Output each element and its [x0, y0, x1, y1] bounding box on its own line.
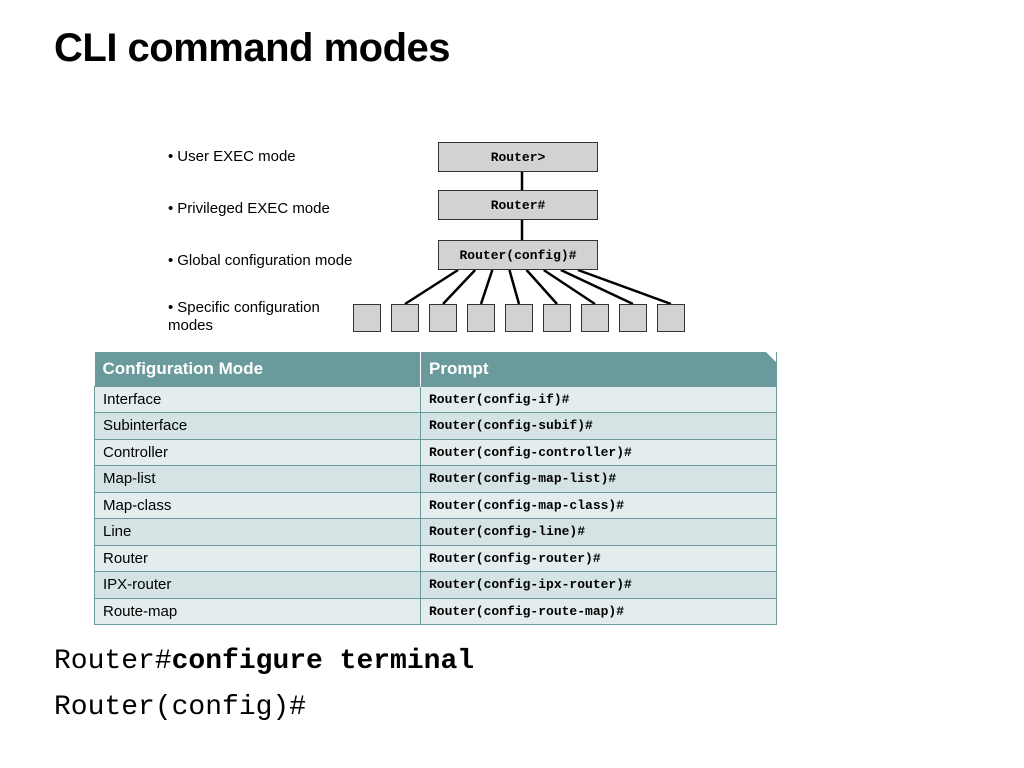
prompt-cell: Router(config-map-class)#	[420, 491, 777, 519]
slide-title: CLI command modes	[54, 26, 451, 70]
bullet-mark: •	[168, 148, 174, 165]
table-row: Map-list Router(config-map-list)#	[94, 465, 777, 493]
command-line-1: Router#configure terminal	[54, 646, 474, 677]
table-row: Route-map Router(config-route-map)#	[94, 597, 777, 625]
table-row: Subinterface Router(config-subif)#	[94, 412, 777, 440]
table-row: Controller Router(config-controller)#	[94, 438, 777, 466]
mode-cell: Line	[94, 518, 421, 546]
prompt-cell: Router(config-router)#	[420, 544, 777, 572]
connector-line	[479, 269, 494, 305]
specific-config-mode-box	[657, 304, 685, 332]
specific-config-mode-box	[391, 304, 419, 332]
mode-cell: Map-list	[94, 465, 421, 493]
connector-line	[577, 268, 672, 306]
mode-box-global-config: Router(config)#	[438, 240, 598, 270]
command-text: configure terminal	[171, 646, 475, 677]
mode-cell: IPX-router	[94, 571, 421, 599]
connector-line	[543, 268, 596, 306]
prompt-cell: Router(config-line)#	[420, 518, 777, 546]
specific-config-mode-box	[353, 304, 381, 332]
connector-line	[404, 268, 459, 306]
bullet-mark: •	[168, 200, 174, 217]
prompt-cell: Router(config-map-list)#	[420, 465, 777, 493]
mode-cell: Router	[94, 544, 421, 572]
table-row: Line Router(config-line)#	[94, 518, 777, 546]
mode-cell: Controller	[94, 438, 421, 466]
specific-config-mode-box	[543, 304, 571, 332]
prompt-cell: Router(config-controller)#	[420, 438, 777, 466]
bullet-text: Specific configuration modes	[168, 299, 320, 334]
connector-line	[525, 269, 558, 305]
specific-config-mode-box	[619, 304, 647, 332]
prompt-cell: Router(config-if)#	[420, 385, 777, 413]
config-mode-table: Configuration Mode Prompt Interface Rout…	[94, 352, 777, 625]
bullet-user-exec: •User EXEC mode	[168, 148, 296, 166]
bullet-text: User EXEC mode	[177, 148, 296, 165]
bullet-privileged-exec: •Privileged EXEC mode	[168, 200, 330, 218]
specific-config-mode-box	[467, 304, 495, 332]
specific-config-mode-box	[429, 304, 457, 332]
table-header-row: Configuration Mode Prompt	[94, 352, 777, 386]
connector-line	[508, 269, 521, 305]
connector-line	[442, 269, 477, 305]
mode-cell: Route-map	[94, 597, 421, 625]
mode-cell: Map-class	[94, 491, 421, 519]
bullet-mark: •	[168, 299, 174, 316]
mode-box-user-exec: Router>	[438, 142, 598, 172]
table-row: Interface Router(config-if)#	[94, 385, 777, 413]
table-row: Router Router(config-router)#	[94, 544, 777, 572]
table-row: Map-class Router(config-map-class)#	[94, 491, 777, 519]
column-header-prompt: Prompt	[420, 352, 777, 386]
mode-cell: Interface	[94, 385, 421, 413]
specific-config-mode-box	[581, 304, 609, 332]
fan-out-lines	[404, 268, 672, 306]
mode-box-privileged-exec: Router#	[438, 190, 598, 220]
bullet-specific-config: •Specific configuration modes	[168, 299, 338, 335]
bullet-text: Global configuration mode	[177, 252, 353, 269]
table-row: IPX-router Router(config-ipx-router)#	[94, 571, 777, 599]
prompt-cell: Router(config-ipx-router)#	[420, 571, 777, 599]
specific-config-mode-box	[505, 304, 533, 332]
column-header-mode: Configuration Mode	[94, 352, 421, 386]
bullet-text: Privileged EXEC mode	[177, 200, 330, 217]
command-prompt: Router(config)#	[54, 692, 307, 723]
command-prompt: Router#	[54, 646, 172, 677]
bullet-global-config: •Global configuration mode	[168, 252, 352, 270]
mode-cell: Subinterface	[94, 412, 421, 440]
connector-line	[560, 268, 634, 306]
prompt-cell: Router(config-route-map)#	[420, 597, 777, 625]
command-line-2: Router(config)#	[54, 692, 306, 723]
table-corner-cut	[766, 352, 776, 362]
prompt-cell: Router(config-subif)#	[420, 412, 777, 440]
bullet-mark: •	[168, 252, 174, 269]
